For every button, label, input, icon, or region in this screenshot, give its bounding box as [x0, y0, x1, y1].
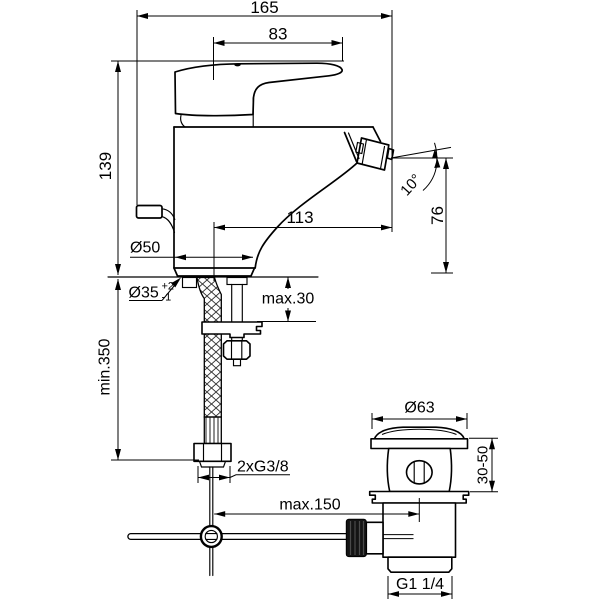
dimension-waste-diameter: Ø63	[371, 400, 468, 429]
dim-label-min350: min.350	[97, 338, 114, 395]
dim-label-d50: Ø50	[130, 240, 160, 257]
spout-underside	[254, 162, 358, 269]
leader-hole-diameter: Ø35 +2 -1	[129, 277, 181, 304]
under-deck-assembly	[181, 276, 263, 527]
pull-rod-knob	[135, 204, 176, 234]
dim-label-max150: max.150	[279, 497, 340, 514]
dimension-max-30: max.30	[257, 277, 316, 322]
waste-lower-flange	[368, 490, 470, 504]
dim-label-165: 165	[250, 0, 278, 17]
faucet-body	[135, 62, 395, 277]
clamp-plate	[201, 321, 263, 339]
pop-up-rod-lower	[209, 546, 214, 577]
dimension-max-150: max.150	[214, 497, 420, 522]
plug-cap	[373, 426, 465, 440]
hose-nut	[193, 442, 232, 468]
dim-label-113: 113	[286, 208, 313, 227]
dimension-total-length: 165	[136, 0, 393, 232]
handle-skirt	[180, 114, 186, 128]
dim-label-d35-tol-plus: +2	[162, 281, 175, 293]
dimension-base-diameter: Ø50	[130, 240, 253, 261]
dim-label-d35-tol-minus: -1	[162, 292, 172, 304]
dimension-hose-thread: 2xG3/8	[197, 459, 290, 483]
dim-label-g114: G1 1/4	[396, 576, 444, 593]
pop-up-linkage	[127, 524, 349, 577]
waste-window	[405, 459, 433, 485]
dimension-min-350: min.350	[97, 279, 199, 461]
dimension-spout-reach: 113	[213, 208, 392, 281]
hose-end-fitting	[203, 416, 222, 445]
dim-label-83: 83	[269, 25, 288, 44]
base-washer	[181, 276, 198, 289]
lever-handle	[174, 62, 343, 117]
flex-hose	[196, 276, 222, 418]
aerator	[343, 131, 395, 171]
dimension-spout-height: 76	[392, 157, 453, 274]
horizontal-rod	[127, 532, 349, 541]
waste-drain	[345, 426, 470, 573]
pop-up-rod-upper	[209, 466, 214, 527]
dim-label-d35: Ø35	[129, 285, 159, 302]
rod-inlet-knurl	[345, 518, 367, 558]
dim-label-10deg: 10°	[397, 171, 425, 199]
waste-tailpipe	[387, 556, 453, 573]
clamp-nut	[222, 340, 251, 367]
handle-indicator-dot	[234, 63, 241, 67]
dim-label-139: 139	[96, 152, 115, 180]
dimension-waste-thread: G1 1/4	[387, 576, 453, 599]
dimension-spout-angle: 10°	[390, 142, 452, 199]
dimension-lever-length: 83	[213, 25, 343, 80]
waste-flange	[370, 437, 469, 450]
dim-label-d63: Ø63	[404, 400, 434, 417]
dimension-clamp-range: 30-50	[469, 437, 498, 493]
dim-label-2xg38: 2xG3/8	[237, 459, 289, 476]
rod-joint	[199, 524, 223, 549]
dimension-height-139: 139	[96, 60, 344, 275]
dim-label-76: 76	[428, 206, 447, 225]
dim-label-max30: max.30	[262, 291, 315, 308]
rod-inlet-sleeve	[365, 521, 384, 555]
dim-label-3050: 30-50	[474, 446, 491, 484]
